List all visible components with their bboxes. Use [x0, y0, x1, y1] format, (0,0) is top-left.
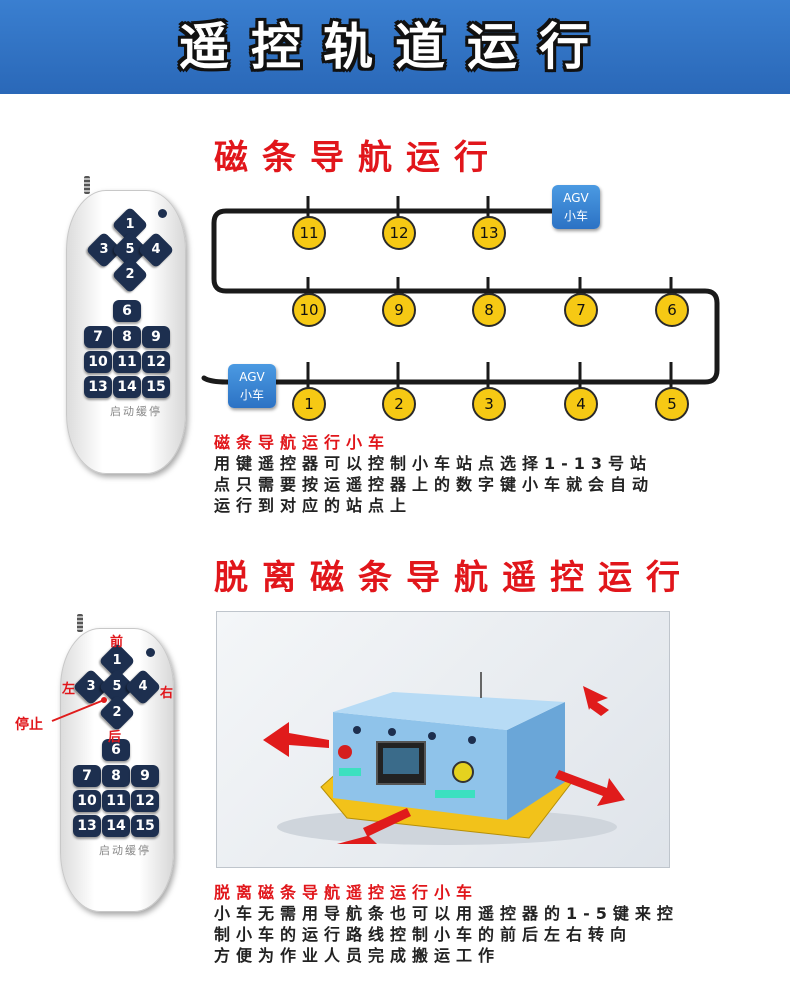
- station-10: 10: [292, 293, 326, 327]
- direction-left-label: 左: [62, 682, 76, 697]
- agv-photo: [216, 611, 670, 868]
- station-11: 11: [292, 216, 326, 250]
- remote1-brand-label: 启动缓停: [110, 405, 162, 418]
- stop-pointer-line: [51, 697, 107, 722]
- led-indicator: [146, 648, 155, 657]
- remote1-key-8[interactable]: 8: [113, 326, 141, 348]
- station-3: 3: [472, 387, 506, 421]
- remote1-key-2-label: 2: [125, 267, 135, 282]
- agv-illustration: [263, 672, 625, 845]
- remote2-key-11[interactable]: 11: [102, 790, 130, 812]
- section1-desc-title: 磁条导航运行小车: [214, 433, 391, 452]
- agv-car-bottom: AGV 小车: [228, 364, 276, 408]
- direction-right-label: 右: [160, 686, 174, 701]
- station-8: 8: [472, 293, 506, 327]
- remote1-key-14[interactable]: 14: [113, 376, 141, 398]
- remote1-key-11[interactable]: 11: [113, 351, 141, 373]
- station-9: 9: [382, 293, 416, 327]
- remote2-key-9[interactable]: 9: [131, 765, 159, 787]
- station-5: 5: [655, 387, 689, 421]
- station-4: 4: [564, 387, 598, 421]
- antenna-icon: [77, 614, 83, 632]
- page-title: 遥控轨道运行: [179, 18, 611, 76]
- remote-control-1: 1 3 5 4 2 6 7 8 9 10 11 12 13 14 15 启动缓停: [66, 190, 186, 474]
- remote1-key-1-label: 1: [125, 217, 135, 232]
- section1-desc-line-3: 运行到对应的站点上: [214, 496, 413, 515]
- station-2: 2: [382, 387, 416, 421]
- magnetic-track-path: [201, 208, 720, 385]
- remote1-key-6[interactable]: 6: [113, 300, 141, 322]
- led-indicator: [158, 209, 167, 218]
- section2-heading: 脱离磁条导航遥控运行: [214, 558, 694, 598]
- remote2-key-1-label: 1: [112, 653, 122, 668]
- remote1-key-15[interactable]: 15: [142, 376, 170, 398]
- station-6: 6: [655, 293, 689, 327]
- direction-back-label: 后: [108, 730, 122, 745]
- remote1-key-7[interactable]: 7: [84, 326, 112, 348]
- remote2-brand-label: 启动缓停: [99, 844, 151, 857]
- section2-description: 脱离磁条导航遥控运行小车 小车无需用导航条也可以用遥控器的1-5键来控 制小车的…: [214, 882, 679, 966]
- remote2-key-14[interactable]: 14: [102, 815, 130, 837]
- remote2-key-3-label: 3: [86, 679, 96, 694]
- section1-description: 磁条导航运行小车 用键遥控器可以控制小车站点选择1-13号站 点只需要按运遥控器…: [214, 432, 654, 516]
- remote1-key-10[interactable]: 10: [84, 351, 112, 373]
- remote1-key-3-label: 3: [99, 242, 109, 257]
- agv-label-bottom-1: AGV: [239, 370, 265, 384]
- header-banner: [0, 0, 790, 94]
- station-7: 7: [564, 293, 598, 327]
- remote1-key-12[interactable]: 12: [142, 351, 170, 373]
- direction-front-label: 前: [110, 635, 124, 650]
- section2-desc-line-3: 方便为作业人员完成搬运工作: [214, 946, 501, 965]
- agv-label-bottom-2: 小车: [239, 388, 264, 402]
- remote2-key-2-label: 2: [112, 705, 122, 720]
- agv-label-top-1: AGV: [563, 191, 589, 205]
- remote-control-2: 1 3 5 4 2 6 7 8 9 10 11 12 13 14 15 启动缓停: [60, 628, 174, 912]
- remote2-key-15[interactable]: 15: [131, 815, 159, 837]
- section2-desc-line-2: 制小车的运行路线控制小车的前后左右转向: [214, 925, 633, 944]
- agv-car-top: AGV 小车: [552, 185, 600, 229]
- station-13: 13: [472, 216, 506, 250]
- station-12: 12: [382, 216, 416, 250]
- agv-label-top-2: 小车: [563, 209, 588, 223]
- section1-desc-line-1: 用键遥控器可以控制小车站点选择1-13号站: [214, 454, 653, 473]
- remote2-key-10[interactable]: 10: [73, 790, 101, 812]
- section2-desc-title: 脱离磁条导航遥控运行小车: [214, 883, 479, 902]
- direction-stop-label: 停止: [15, 717, 43, 733]
- station-1: 1: [292, 387, 326, 421]
- remote2-key-6[interactable]: 6: [102, 739, 130, 761]
- remote1-key-4-label: 4: [151, 242, 161, 257]
- remote2-key-4-label: 4: [138, 679, 148, 694]
- remote2-key-12[interactable]: 12: [131, 790, 159, 812]
- section1-desc-line-2: 点只需要按运遥控器上的数字键小车就会自动: [214, 475, 655, 494]
- remote2-key-13[interactable]: 13: [73, 815, 101, 837]
- remote1-key-13[interactable]: 13: [84, 376, 112, 398]
- remote1-key-5-label: 5: [125, 242, 135, 257]
- section1-heading: 磁条导航运行: [214, 138, 502, 178]
- antenna-icon: [84, 176, 90, 194]
- remote2-key-7[interactable]: 7: [73, 765, 101, 787]
- remote2-key-5-label: 5: [112, 679, 122, 694]
- remote2-key-8[interactable]: 8: [102, 765, 130, 787]
- remote1-key-9[interactable]: 9: [142, 326, 170, 348]
- section2-desc-line-1: 小车无需用导航条也可以用遥控器的1-5键来控: [214, 904, 679, 923]
